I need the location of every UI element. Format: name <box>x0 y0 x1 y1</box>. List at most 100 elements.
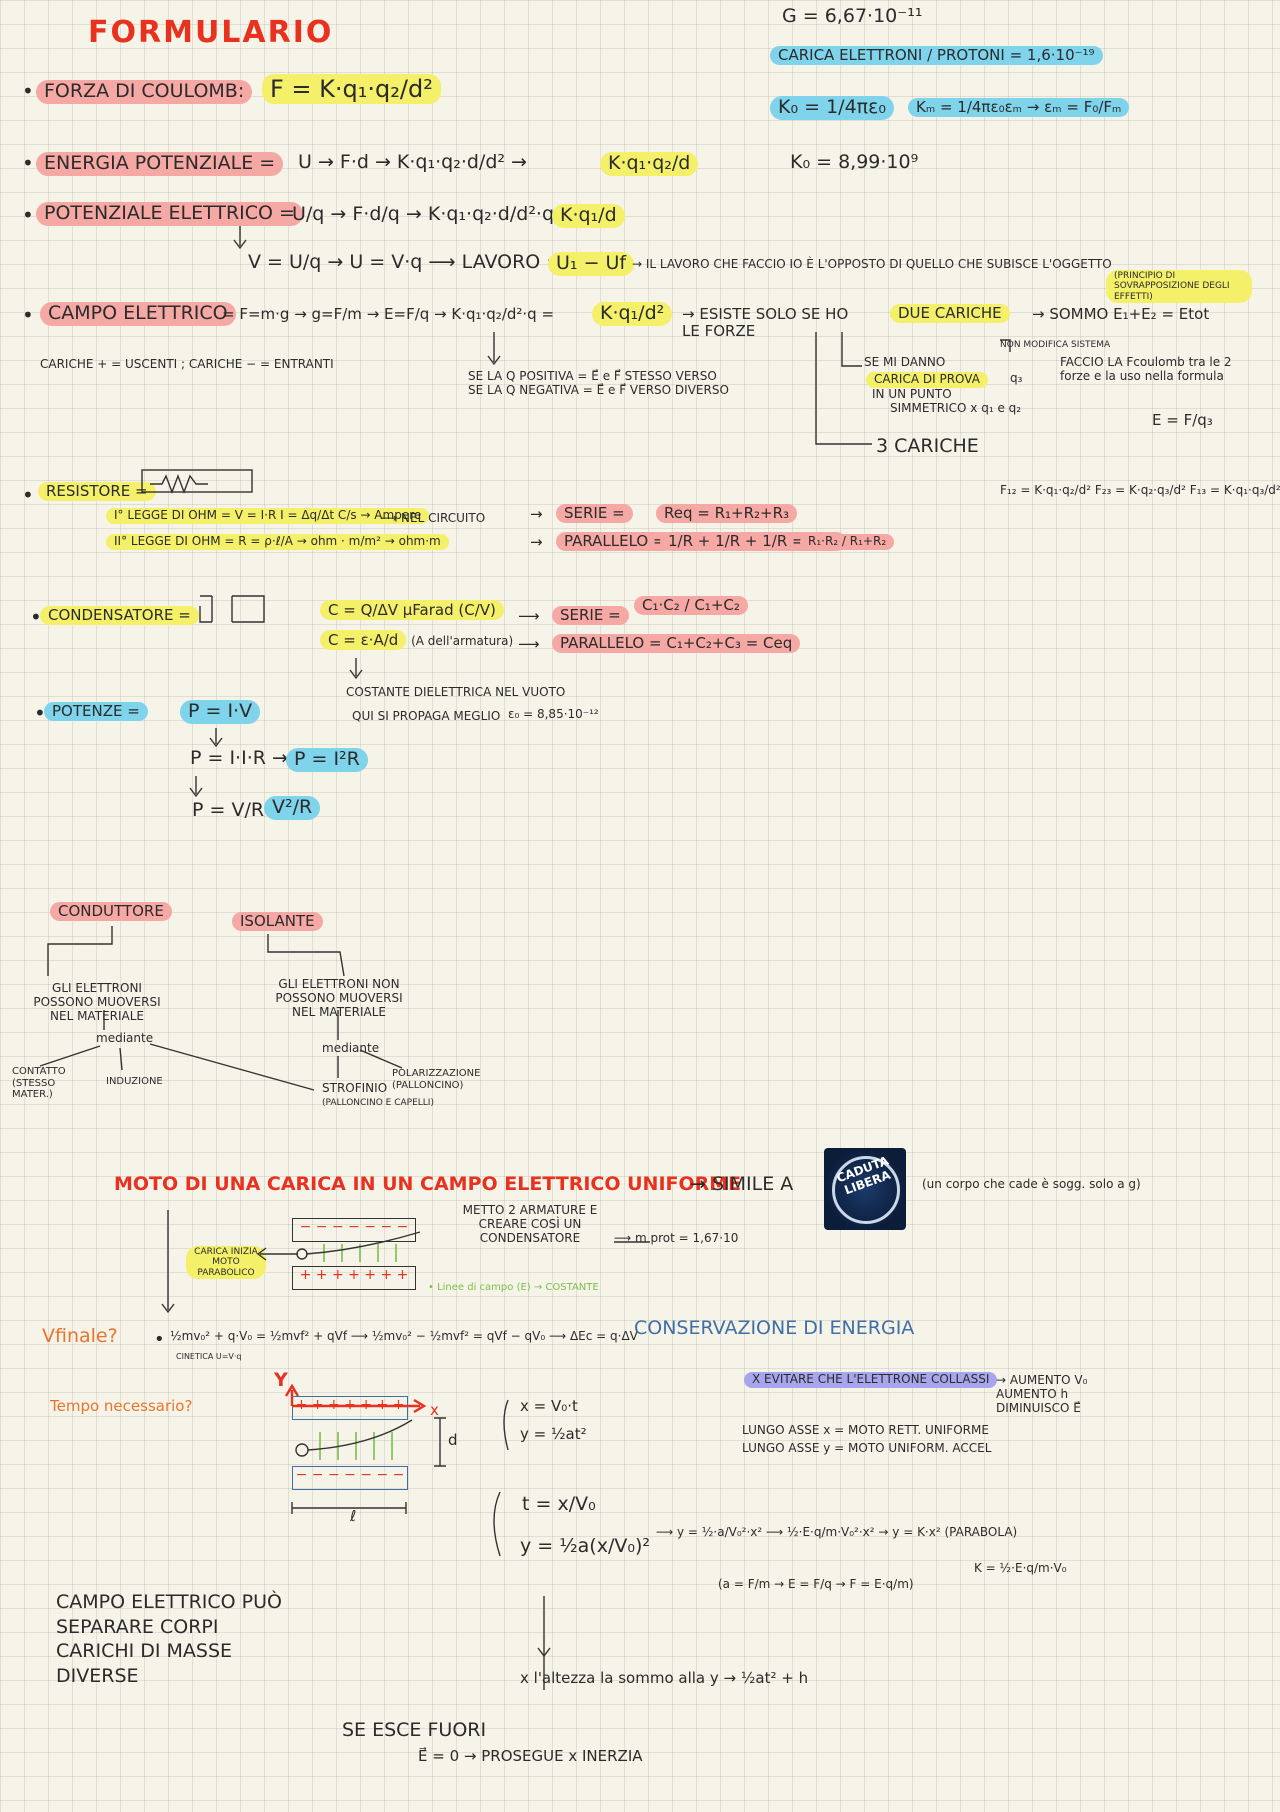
distance-d-label: d <box>448 1431 458 1449</box>
costante-dielettrica: COSTANTE DIELETTRICA NEL VUOTO <box>346 685 566 699</box>
plate-negative-2: − − − − − − − <box>292 1466 408 1490</box>
plate-positive: + + + + + + + <box>292 1266 416 1290</box>
parallelo-formula-2: R₁·R₂ / R₁+R₂ <box>800 534 895 550</box>
parallelo-arrow: → <box>530 533 543 551</box>
arrow-left-icon <box>256 1247 298 1261</box>
parabola-chain: ⟶ y = ½·a/V₀²·x² ⟶ ½·E·q/m·V₀²·x² → y = … <box>656 1525 1018 1539</box>
c-serie-arrow: ⟶ <box>518 607 540 625</box>
arrow-down-icon <box>349 658 363 680</box>
se-esce-fuori: SE ESCE FUORI <box>342 1719 487 1741</box>
cariche-note: CARICHE + = USCENTI ; CARICHE − = ENTRAN… <box>40 357 334 371</box>
bullet: • <box>22 151 34 175</box>
axes-icon <box>284 1383 427 1414</box>
isolante-label: ISOLANTE <box>232 912 323 932</box>
branch-lines <box>1000 339 1011 352</box>
propaga-meglio: QUI SI PROPAGA MEGLIO <box>352 709 501 723</box>
q-negativa: SE LA Q NEGATIVA = E⃗ e F⃗ VERSO DIVERSO <box>468 383 729 397</box>
charge-icon <box>295 1443 309 1457</box>
serie-formula: Req = R₁+R₂+R₃ <box>656 504 798 524</box>
vfinale-question: Vfinale? <box>42 1325 118 1347</box>
nel-circuito: ⟶ NEL CIRCUITO <box>380 511 486 525</box>
caduta-libera-logo: CADUTA LIBERA <box>824 1148 906 1230</box>
coulomb-formula: F = K·q₁·q₂/d² <box>262 74 441 104</box>
carica-moto: CARICA INIZIA MOTO PARABOLICO <box>186 1246 266 1280</box>
potenziale-label: POTENZIALE ELETTRICO = <box>36 202 303 226</box>
y-equation: y = ½at² <box>520 1425 587 1443</box>
axis-x-label: x <box>430 1401 439 1419</box>
aumento-note: → AUMENTO V₀ AUMENTO h DIMINUISCO E⃗ <box>996 1373 1088 1415</box>
resistor-box <box>141 469 253 493</box>
c-parallelo-arrow: ⟶ <box>518 635 540 653</box>
length-bar <box>291 1502 407 1514</box>
gravitational-constant: G = 6,67·10⁻¹¹ <box>782 5 923 27</box>
potenziale-result: K·q₁/d <box>552 204 625 228</box>
non-modifica: NON MODIFICA SISTEMA <box>1000 340 1111 350</box>
conservazione-energia: CONSERVAZIONE DI ENERGIA <box>634 1317 915 1339</box>
c-serie-formula: C₁·C₂ / C₁+C₂ <box>634 596 748 616</box>
campo-separare: CAMPO ELETTRICO PUÒ SEPARARE CORPI CARIC… <box>56 1591 282 1688</box>
corpo-note: (un corpo che cade è sogg. solo a g) <box>922 1177 1141 1191</box>
y-equation-2: y = ½a(x/V₀)² <box>520 1535 651 1557</box>
conduttore-label: CONDUTTORE <box>50 902 172 922</box>
page-title: FORMULARIO <box>88 15 334 50</box>
lavoro-formula: U₁ − Uf <box>548 252 635 276</box>
resistor-symbol <box>150 474 208 494</box>
conduttore-tree <box>39 926 315 1091</box>
axis-y-label: Y <box>274 1369 288 1391</box>
prova-line-1: SE MI DANNO <box>864 355 946 369</box>
brace <box>493 1491 501 1557</box>
simile-a: → SIMILE A <box>690 1173 794 1195</box>
bullet: • <box>22 203 34 227</box>
tempo-question: Tempo necessario? <box>50 1397 193 1415</box>
p-formula-2: P = I·I·R → <box>190 747 288 769</box>
prova-line-4: IN UN PUNTO <box>872 387 952 401</box>
coulomb-label: FORZA DI COULOMB: <box>36 80 253 104</box>
potenze-label: POTENZE = <box>44 702 148 722</box>
plate-negative: − − − − − − − <box>292 1218 416 1242</box>
p-formula-1: P = I·V <box>180 700 261 724</box>
linee-campo: • Linee di campo (E) → COSTANTE <box>428 1282 599 1293</box>
field-lines <box>319 1432 393 1460</box>
asse-x-note: LUNGO ASSE x = MOTO RETT. UNIFORME <box>742 1423 989 1437</box>
c-formula-1: C = Q/ΔV μFarad (C/V) <box>320 600 504 620</box>
k-equation: K = ½·E·q/m·V₀ <box>974 1561 1067 1575</box>
c-formula-2: C = ε·A/d (A dell'armatura) <box>320 630 513 650</box>
arrow-down-icon <box>189 728 223 798</box>
bullet: • <box>22 483 34 507</box>
branch-lines <box>815 332 872 445</box>
arrow-down-icon <box>161 1210 175 1314</box>
energia-result: K·q₁·q₂/d <box>600 152 699 176</box>
logo-ring <box>832 1156 900 1224</box>
due-cariche: DUE CARICHE <box>890 304 1010 324</box>
capacitor-symbol <box>199 595 265 623</box>
contatto: CONTATTO (STESSO MATER.) <box>12 1066 66 1100</box>
bullet: • <box>154 1329 165 1350</box>
arrow-down-icon <box>487 332 501 366</box>
conduttore-desc: GLI ELETTRONI POSSONO MUOVERSI NEL MATER… <box>33 981 161 1023</box>
campo-result: K·q₁/d² <box>592 302 673 326</box>
arrow-down-icon <box>537 1647 551 1658</box>
prova-line-2: CARICA DI PROVA <box>866 372 988 388</box>
brace <box>503 1399 509 1451</box>
k0-value: K₀ = 8,99·10⁹ <box>790 151 919 173</box>
distance-bar <box>434 1417 446 1467</box>
bullet: • <box>34 701 46 725</box>
legge-ohm-1: I° LEGGE DI OHM = V = I·R I = Δq/Δt C/s … <box>106 508 430 524</box>
bullet: • <box>30 605 42 629</box>
metto-armature: METTO 2 ARMATURE E CREARE COSÌ UN CONDEN… <box>462 1203 598 1245</box>
energia-label: ENERGIA POTENZIALE = <box>36 152 284 176</box>
prova-q3: q₃ <box>1010 371 1023 385</box>
serie-arrow: → <box>530 505 543 523</box>
altezza-note: x l'altezza la sommo alla y → ½at² + h <box>520 1669 809 1687</box>
principio-note: (PRINCIPIO DI SOVRAPPOSIZIONE DEGLI EFFE… <box>1106 270 1252 304</box>
condensatore-label: CONDENSATORE = <box>40 606 199 626</box>
polarizzazione: POLARIZZAZIONE (PALLONCINO) <box>392 1068 481 1091</box>
campo-label: CAMPO ELETTRICO <box>40 302 236 326</box>
a-equation: (a = F/m → E = F/q → F = E·q/m) <box>718 1577 914 1591</box>
t-equation: t = x/V₀ <box>522 1493 596 1515</box>
c-serie-label: SERIE = <box>552 606 629 626</box>
k0-formula: K₀ = 1/4πε₀ <box>770 96 894 120</box>
e-f-q3: E = F/q₃ <box>1152 411 1213 429</box>
length-l-label: ℓ <box>350 1507 357 1525</box>
